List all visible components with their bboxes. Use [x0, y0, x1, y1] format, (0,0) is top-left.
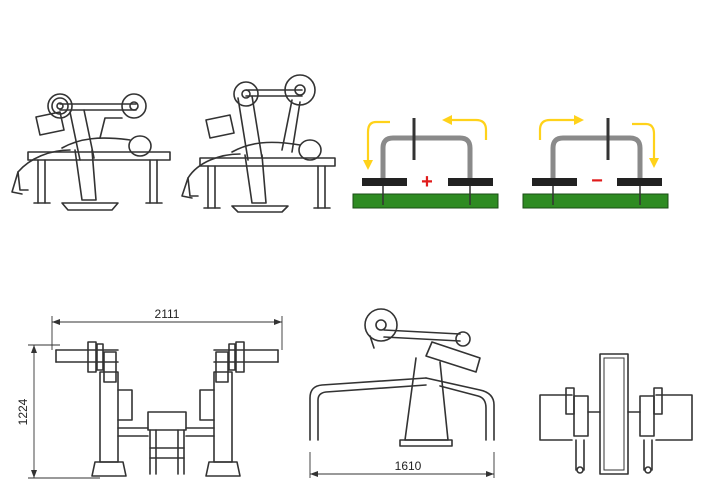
top-view-drawing	[539, 353, 693, 475]
ground-bar-right	[522, 193, 669, 209]
overall-height-label: 1224	[16, 398, 30, 425]
motion-diagram-plus: +	[352, 115, 499, 209]
motion-diagram-minus: −	[522, 115, 669, 209]
side-view-drawing: 1610	[309, 308, 495, 478]
press-down-symbol: −	[591, 170, 603, 192]
usage-figure-arms-extended	[181, 74, 336, 213]
front-view-drawing: 2111 1224	[16, 307, 283, 479]
ground-bar-left	[352, 193, 499, 209]
overall-width-label: 2111	[155, 307, 180, 321]
side-length-label: 1610	[395, 459, 422, 473]
press-up-symbol: +	[421, 171, 433, 193]
usage-figure-arms-bent	[11, 93, 171, 211]
